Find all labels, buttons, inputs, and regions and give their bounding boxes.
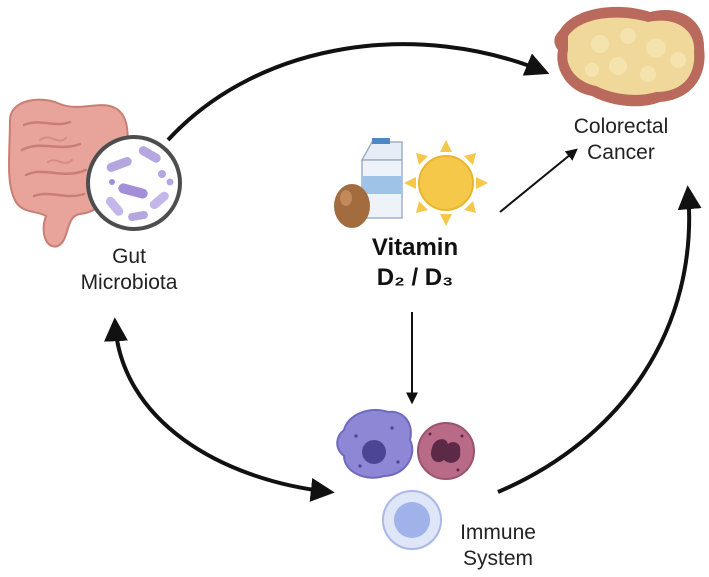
bacteria-magnifier-icon xyxy=(86,135,182,231)
vitamin-d-line1: Vitamin xyxy=(371,234,459,261)
vitamin-d-line2: D₂ / D₃ xyxy=(376,264,454,291)
gut-microbiota-label: Gut Microbiota xyxy=(44,244,214,296)
arrow-gut-to-cancer xyxy=(166,42,550,142)
neutrophil-icon xyxy=(417,422,475,480)
vitamin-d-label: Vitamin D₂ / D₃ xyxy=(340,233,490,293)
colorectal-cancer-line1: Colorectal xyxy=(573,115,669,138)
egg-icon xyxy=(334,184,370,228)
arrow-vitamin-to-cancer xyxy=(499,148,578,213)
sun-icon xyxy=(404,140,488,226)
macrophage-icon xyxy=(336,409,414,479)
arrow-gut-immune-bidirectional xyxy=(104,317,335,502)
milk-carton-icon xyxy=(360,138,403,219)
gut-microbiota-line1: Gut xyxy=(112,245,146,268)
colorectal-cancer-label: Colorectal Cancer xyxy=(556,114,686,166)
lymphocyte-icon xyxy=(382,490,442,550)
immune-system-line2: System xyxy=(462,547,533,570)
intestine-icon xyxy=(8,98,129,248)
colorectal-cancer-line2: Cancer xyxy=(587,141,655,164)
immune-system-label: Immune System xyxy=(448,520,548,572)
arrow-immune-to-cancer xyxy=(497,185,702,494)
tumor-icon xyxy=(554,6,705,107)
immune-system-line1: Immune xyxy=(460,521,536,544)
gut-microbiota-line2: Microbiota xyxy=(80,271,178,294)
